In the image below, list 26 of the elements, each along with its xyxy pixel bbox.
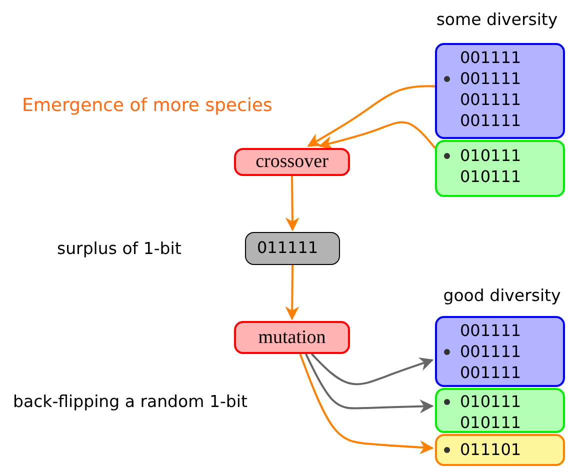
annotation-text: Emergence of more species bbox=[22, 95, 272, 116]
population-box bbox=[435, 388, 565, 433]
operator-label: crossover bbox=[254, 150, 330, 174]
arrow bbox=[307, 85, 435, 147]
arrow bbox=[285, 264, 300, 320]
bit-strings: 011101 bbox=[460, 439, 522, 460]
annotation-text: surplus of 1-bit bbox=[57, 239, 182, 258]
bit-strings: 010111 010111 bbox=[460, 145, 522, 187]
arrow bbox=[285, 176, 300, 232]
operator-box bbox=[234, 321, 350, 354]
group-heading: some diversity bbox=[436, 10, 558, 29]
group-heading: good diversity bbox=[443, 286, 561, 305]
arrow bbox=[318, 121, 436, 150]
population-box bbox=[435, 434, 565, 466]
bit-strings: 010111 010111 bbox=[460, 391, 522, 433]
arrow bbox=[311, 353, 434, 386]
bit-strings: 001111 001111 001111 001111 bbox=[460, 47, 522, 131]
arrow bbox=[305, 354, 434, 414]
operator-label: mutation bbox=[257, 326, 327, 350]
population-box bbox=[435, 140, 565, 197]
bit-strings: 011111 bbox=[257, 237, 318, 258]
arrow bbox=[299, 354, 434, 454]
annotation-text: back-flipping a random 1-bit bbox=[13, 392, 248, 411]
operator-box bbox=[234, 148, 350, 176]
individual-box bbox=[245, 232, 340, 265]
bit-strings: 001111 001111 001111 bbox=[460, 320, 522, 383]
